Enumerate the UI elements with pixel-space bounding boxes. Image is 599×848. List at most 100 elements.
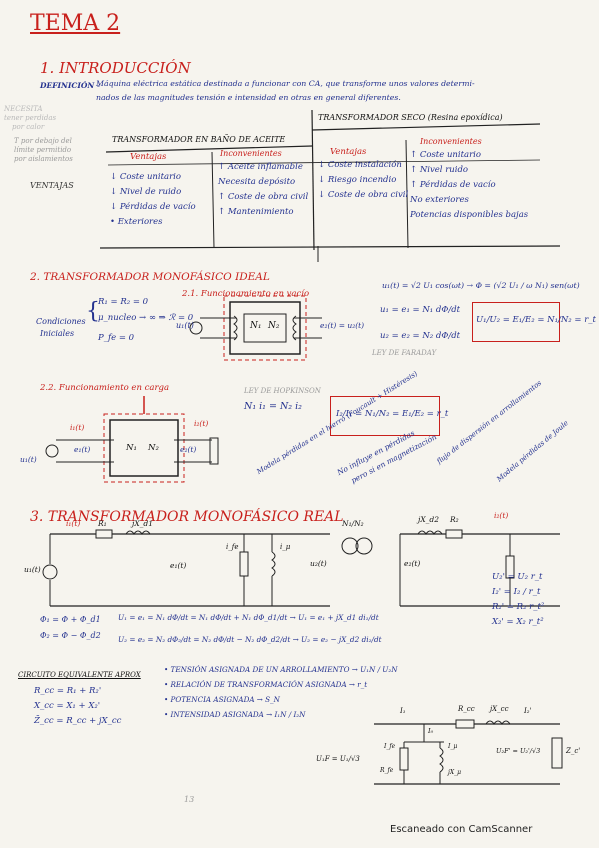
list-item: ↑ Nivel ruido	[410, 165, 469, 175]
circuit-label: R₂	[450, 515, 459, 524]
ratio-equation: U₁/U₂ = E₁/E₂ = N₁/N₂ = r_t	[476, 315, 596, 325]
list-item: • TENSIÓN ASIGNADA DE UN ARROLLAMIENTO →…	[164, 665, 398, 674]
condition-item: μ_nucleo → ∞ ⇒ ℛ = 0	[98, 313, 194, 323]
col-ventajas-aceite: Ventajas	[130, 152, 167, 162]
list-item: ↑ Coste de obra civil	[218, 192, 309, 202]
circuit-label: u₂(t)	[310, 559, 327, 568]
approx-label: I_μ	[448, 743, 458, 750]
list-item: ↓ Coste instalación	[318, 160, 402, 170]
condition-item: P_fe = 0	[98, 333, 135, 343]
list-item: R₂' = R₂ r_t²	[492, 602, 545, 612]
circuit-label: R₁	[98, 519, 107, 528]
equation: u₂ = e₂ = N₂ dΦ/dt	[380, 331, 461, 341]
definition-label: DEFINICIÓN -	[40, 81, 101, 90]
hopkinson-equation: N₁ i₁ = N₂ i₂	[244, 401, 302, 412]
col-inconv-seco: Inconvenientes	[420, 137, 482, 146]
flux-equation: Φ₂ = Φ − Φ_d2	[40, 631, 101, 640]
circuit-label: N₁/N₂	[342, 519, 364, 528]
n1-label: N₁	[126, 443, 137, 453]
circuit-label: i_fe	[226, 543, 239, 551]
flux-equation: Φ₁ = Φ + Φ_d1	[40, 615, 101, 624]
approx-label: U₂F' = U₂'/√3	[496, 747, 541, 755]
list-item: R_cc = R₁ + R₂'	[34, 686, 102, 696]
list-item: Potencias disponibles bajas	[410, 210, 529, 220]
v1-label: u₁(t)	[176, 321, 194, 330]
scanner-watermark: Escaneado con CamScanner	[390, 824, 533, 835]
circuit-label: u₁(t)	[24, 565, 41, 574]
list-item: ↓ Pérdidas de vacío	[110, 202, 196, 212]
e1-label: e₁(t)	[74, 445, 91, 454]
list-aceite-ventajas: ↓ Coste unitario ↓ Nivel de ruido ↓ Pérd…	[110, 170, 196, 230]
section-2-2-heading: 2.2. Funcionamiento en carga	[40, 383, 170, 393]
list-item: U₂' = U₂ r_t	[492, 572, 543, 582]
table-header-seco: TRANSFORMADOR SECO (Resina epoxídica)	[318, 113, 503, 122]
approx-label: I₀	[428, 727, 434, 735]
margin-note: por aislamientos	[14, 155, 73, 163]
approx-label: R_cc	[458, 705, 475, 713]
i2-label: i₂(t)	[194, 419, 209, 428]
margin-note: por calor	[12, 123, 45, 131]
list-item: ↑ Coste unitario	[410, 150, 482, 160]
list-item: ↓ Riesgo incendio	[318, 175, 397, 185]
list-item: ↓ Coste de obra civil	[318, 190, 409, 200]
section-2-1-heading: 2.1. Funcionamiento en vacío	[182, 289, 310, 299]
approx-label: jX_μ	[448, 769, 462, 776]
approx-label: U₁F = U₁/√3	[316, 755, 360, 763]
u1-label: u₁(t)	[20, 455, 37, 464]
hopkinson-label: LEY DE HOPKINSON	[244, 387, 321, 395]
section-3-heading: 3. TRANSFORMADOR MONOFÁSICO REAL	[30, 509, 344, 525]
list-item: ↑ Mantenimiento	[218, 207, 294, 217]
margin-ventajas: VENTAJAS	[30, 181, 74, 190]
brace: {	[86, 299, 100, 324]
conditions-label: Iniciales	[40, 329, 75, 338]
rated-values-list: • TENSIÓN ASIGNADA DE UN ARROLLAMIENTO →…	[164, 662, 398, 722]
list-aceite-inconv: ↑ Aceite inflamable Necesita depósito ↑ …	[218, 160, 308, 220]
equation: u₁ = e₁ = N₁ dΦ/dt	[380, 305, 461, 315]
list-item: No exteriores	[410, 195, 469, 205]
section-2-heading: 2. TRANSFORMADOR MONOFÁSICO IDEAL	[30, 271, 270, 283]
page-title: TEMA 2	[30, 11, 121, 36]
list-item: ↓ Nivel de ruido	[110, 187, 182, 197]
page-number: 13	[184, 795, 195, 804]
list-seco-ventajas: ↓ Coste instalación ↓ Riesgo incendio ↓ …	[318, 158, 408, 203]
voltage-equation: U₁ = e₁ = N₁ dΦ/dt = N₁ dΦ/dt + N₁ dΦ_d1…	[118, 613, 379, 622]
voltage-equation: U₂ = e₂ = N₂ dΦ₂/dt = N₂ dΦ/dt − N₂ dΦ_d…	[118, 635, 382, 644]
circuit-label: e₂(t)	[404, 559, 421, 568]
list-item: ↑ Pérdidas de vacío	[410, 180, 496, 190]
list-item: ↑ Aceite inflamable	[218, 162, 303, 172]
list-item: • INTENSIDAD ASIGNADA → I₁N / I₂N	[164, 710, 306, 719]
list-item: ↓ Coste unitario	[110, 172, 182, 182]
approx-label: I_fe	[384, 743, 396, 750]
list-item: I₂' = I₂ / r_t	[492, 587, 541, 597]
approx-label: I₁	[400, 707, 406, 715]
list-item: Necesita depósito	[218, 177, 296, 187]
definition-line-2: nados de las magnitudes tensión e intens…	[96, 93, 401, 102]
ratio-box-2	[330, 396, 440, 436]
i1-label: i₁(t)	[70, 423, 85, 432]
v2-label: e₂(t) = u₂(t)	[320, 321, 365, 330]
section-1-heading: 1. INTRODUCCIÓN	[40, 59, 191, 77]
circuit-label: jX_d2	[418, 515, 439, 524]
margin-note: tener perdidas	[4, 114, 57, 122]
circuit-label: i_μ	[280, 543, 291, 551]
faraday-label: LEY DE FARADAY	[372, 349, 437, 357]
list-item: X₂' = X₂ r_t²	[492, 617, 544, 627]
approx-label: R_fe	[380, 767, 394, 774]
margin-note: NECESITA	[4, 105, 43, 113]
n2-label: N₂	[148, 443, 159, 453]
n2-label: N₂	[268, 321, 280, 331]
col-ventajas-seco: Ventajas	[330, 147, 367, 157]
ratio-equation-2: I₂/I₁ = N₁/N₂ = E₁/E₂ = r_t	[336, 409, 449, 419]
approx-label: jX_cc	[490, 705, 509, 713]
list-seco-inconv: ↑ Coste unitario ↑ Nivel ruido ↑ Pérdida…	[410, 148, 528, 223]
n1-label: N₁	[250, 321, 262, 331]
circuit-label: i₁(t)	[66, 519, 81, 528]
approx-label: Z_c'	[566, 747, 581, 755]
margin-note: T por debajo del	[14, 137, 72, 145]
list-item: Z̄_cc = R_cc + jX_cc	[34, 716, 122, 726]
